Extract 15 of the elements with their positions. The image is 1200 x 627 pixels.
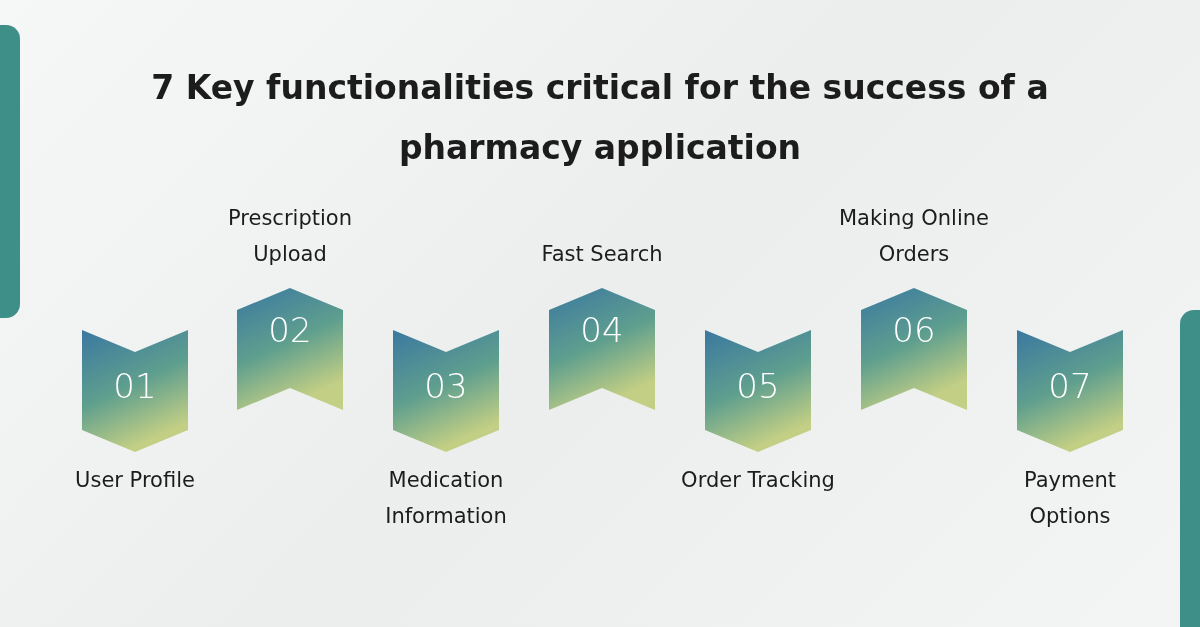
step-number: 03: [423, 366, 469, 406]
step-number: 06: [891, 310, 937, 350]
step-label: Prescription Upload: [227, 205, 353, 268]
step-label: Making Online Orders: [837, 205, 990, 268]
step-label: User Profile: [74, 467, 196, 494]
step-label: Order Tracking: [680, 467, 836, 494]
step-number: 04: [579, 310, 625, 350]
step-label: Payment Options: [1023, 467, 1117, 530]
title: 7 Key functionalities critical for the success of a pharmacy application: [150, 67, 1050, 169]
step-number: 02: [267, 310, 313, 350]
step-label: Medication Information: [384, 467, 508, 530]
step-label: Fast Search: [540, 241, 664, 268]
step-number: 05: [735, 366, 781, 406]
step-number: 01: [112, 366, 158, 406]
step-number: 07: [1047, 366, 1093, 406]
